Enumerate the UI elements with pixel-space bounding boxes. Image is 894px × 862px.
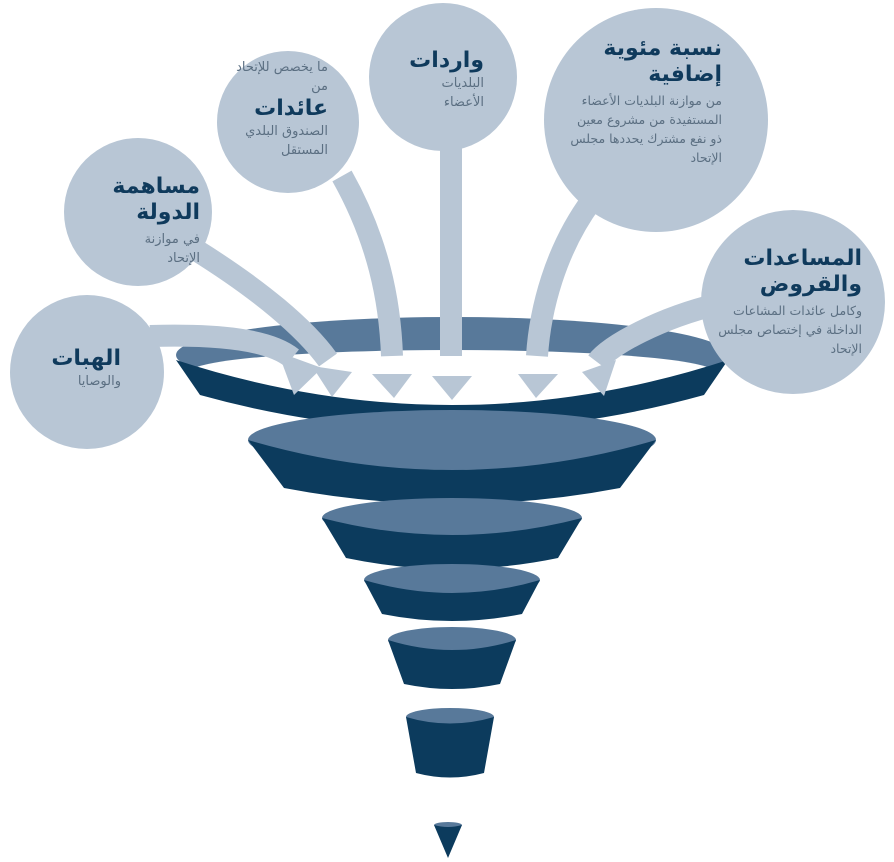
- funnel-ring-6-top: [406, 708, 494, 726]
- funnel-ring-3: [322, 518, 582, 569]
- source-waridat: واردات البلديات الأعضاء: [392, 48, 484, 112]
- source-title: نسبة مئوية إضافية: [603, 36, 722, 87]
- funnel-ring-3-top: [322, 498, 582, 538]
- funnel-ring-5: [388, 640, 516, 689]
- funnel-ring-4-top: [364, 564, 540, 596]
- bubble-musaadat: [701, 210, 885, 394]
- arrowhead-waridat: [432, 376, 472, 400]
- source-title: مساهمة الدولة: [112, 174, 200, 225]
- source-subtitle: في موازنة الإتحاد: [144, 232, 200, 266]
- bubble-dawla: [64, 138, 212, 286]
- funnel-ring-2: [248, 440, 656, 504]
- funnel-ring-2-top: [248, 410, 656, 470]
- source-nisba: نسبة مئوية إضافية من موازنة البلديات الأ…: [565, 36, 722, 167]
- source-title: واردات: [409, 48, 484, 73]
- source-title: الهبات: [51, 346, 121, 371]
- source-awaid: ما يخصص للإتحاد من عائدات الصندوق البلدي…: [224, 58, 328, 160]
- arrow-dawla: [190, 240, 337, 367]
- source-title: عائدات: [254, 96, 328, 121]
- bubble-awaid: [217, 51, 359, 193]
- funnel-tip: [434, 825, 462, 858]
- arrowhead-hibat: [278, 352, 322, 395]
- arrow-hibat: [149, 324, 299, 367]
- arrow-awaid: [332, 170, 403, 357]
- bubble-waridat: [369, 3, 517, 151]
- funnel-ring-1: [176, 360, 728, 430]
- arrowhead-nisba: [518, 374, 558, 398]
- source-subtitle: البلديات الأعضاء: [441, 76, 484, 110]
- bubbles: [10, 3, 885, 449]
- arrows: [149, 140, 721, 370]
- source-subtitle: من موازنة البلديات الأعضاء المستفيدة من …: [570, 93, 722, 165]
- source-subtitle: والوصايا: [77, 374, 121, 389]
- bubble-hibat: [10, 295, 164, 449]
- source-hibat: الهبات والوصايا: [25, 346, 121, 391]
- source-musaadat: المساعدات والقروض وكامل عائدات المشاعات …: [702, 246, 862, 358]
- arrow-nisba: [526, 193, 601, 357]
- arrowhead-musaadat: [582, 360, 616, 396]
- arrowhead-awaid: [372, 374, 412, 398]
- source-pre: ما يخصص للإتحاد من: [236, 60, 328, 94]
- source-subtitle: الصندوق البلدي المستقل: [245, 124, 328, 158]
- funnel-ring-4: [364, 580, 540, 621]
- arrowhead-dawla: [312, 366, 352, 397]
- arrow-heads: [278, 352, 616, 400]
- funnel-ring-5-top: [388, 627, 516, 653]
- bubble-nisba: [544, 8, 768, 232]
- funnel-ring-6: [406, 717, 494, 778]
- source-subtitle: وكامل عائدات المشاعات الداخلة في إختصاص …: [718, 303, 862, 356]
- source-title: المساعدات والقروض: [743, 246, 862, 297]
- source-dawla: مساهمة الدولة في موازنة الإتحاد: [82, 174, 200, 268]
- arrow-musaadat: [588, 293, 721, 370]
